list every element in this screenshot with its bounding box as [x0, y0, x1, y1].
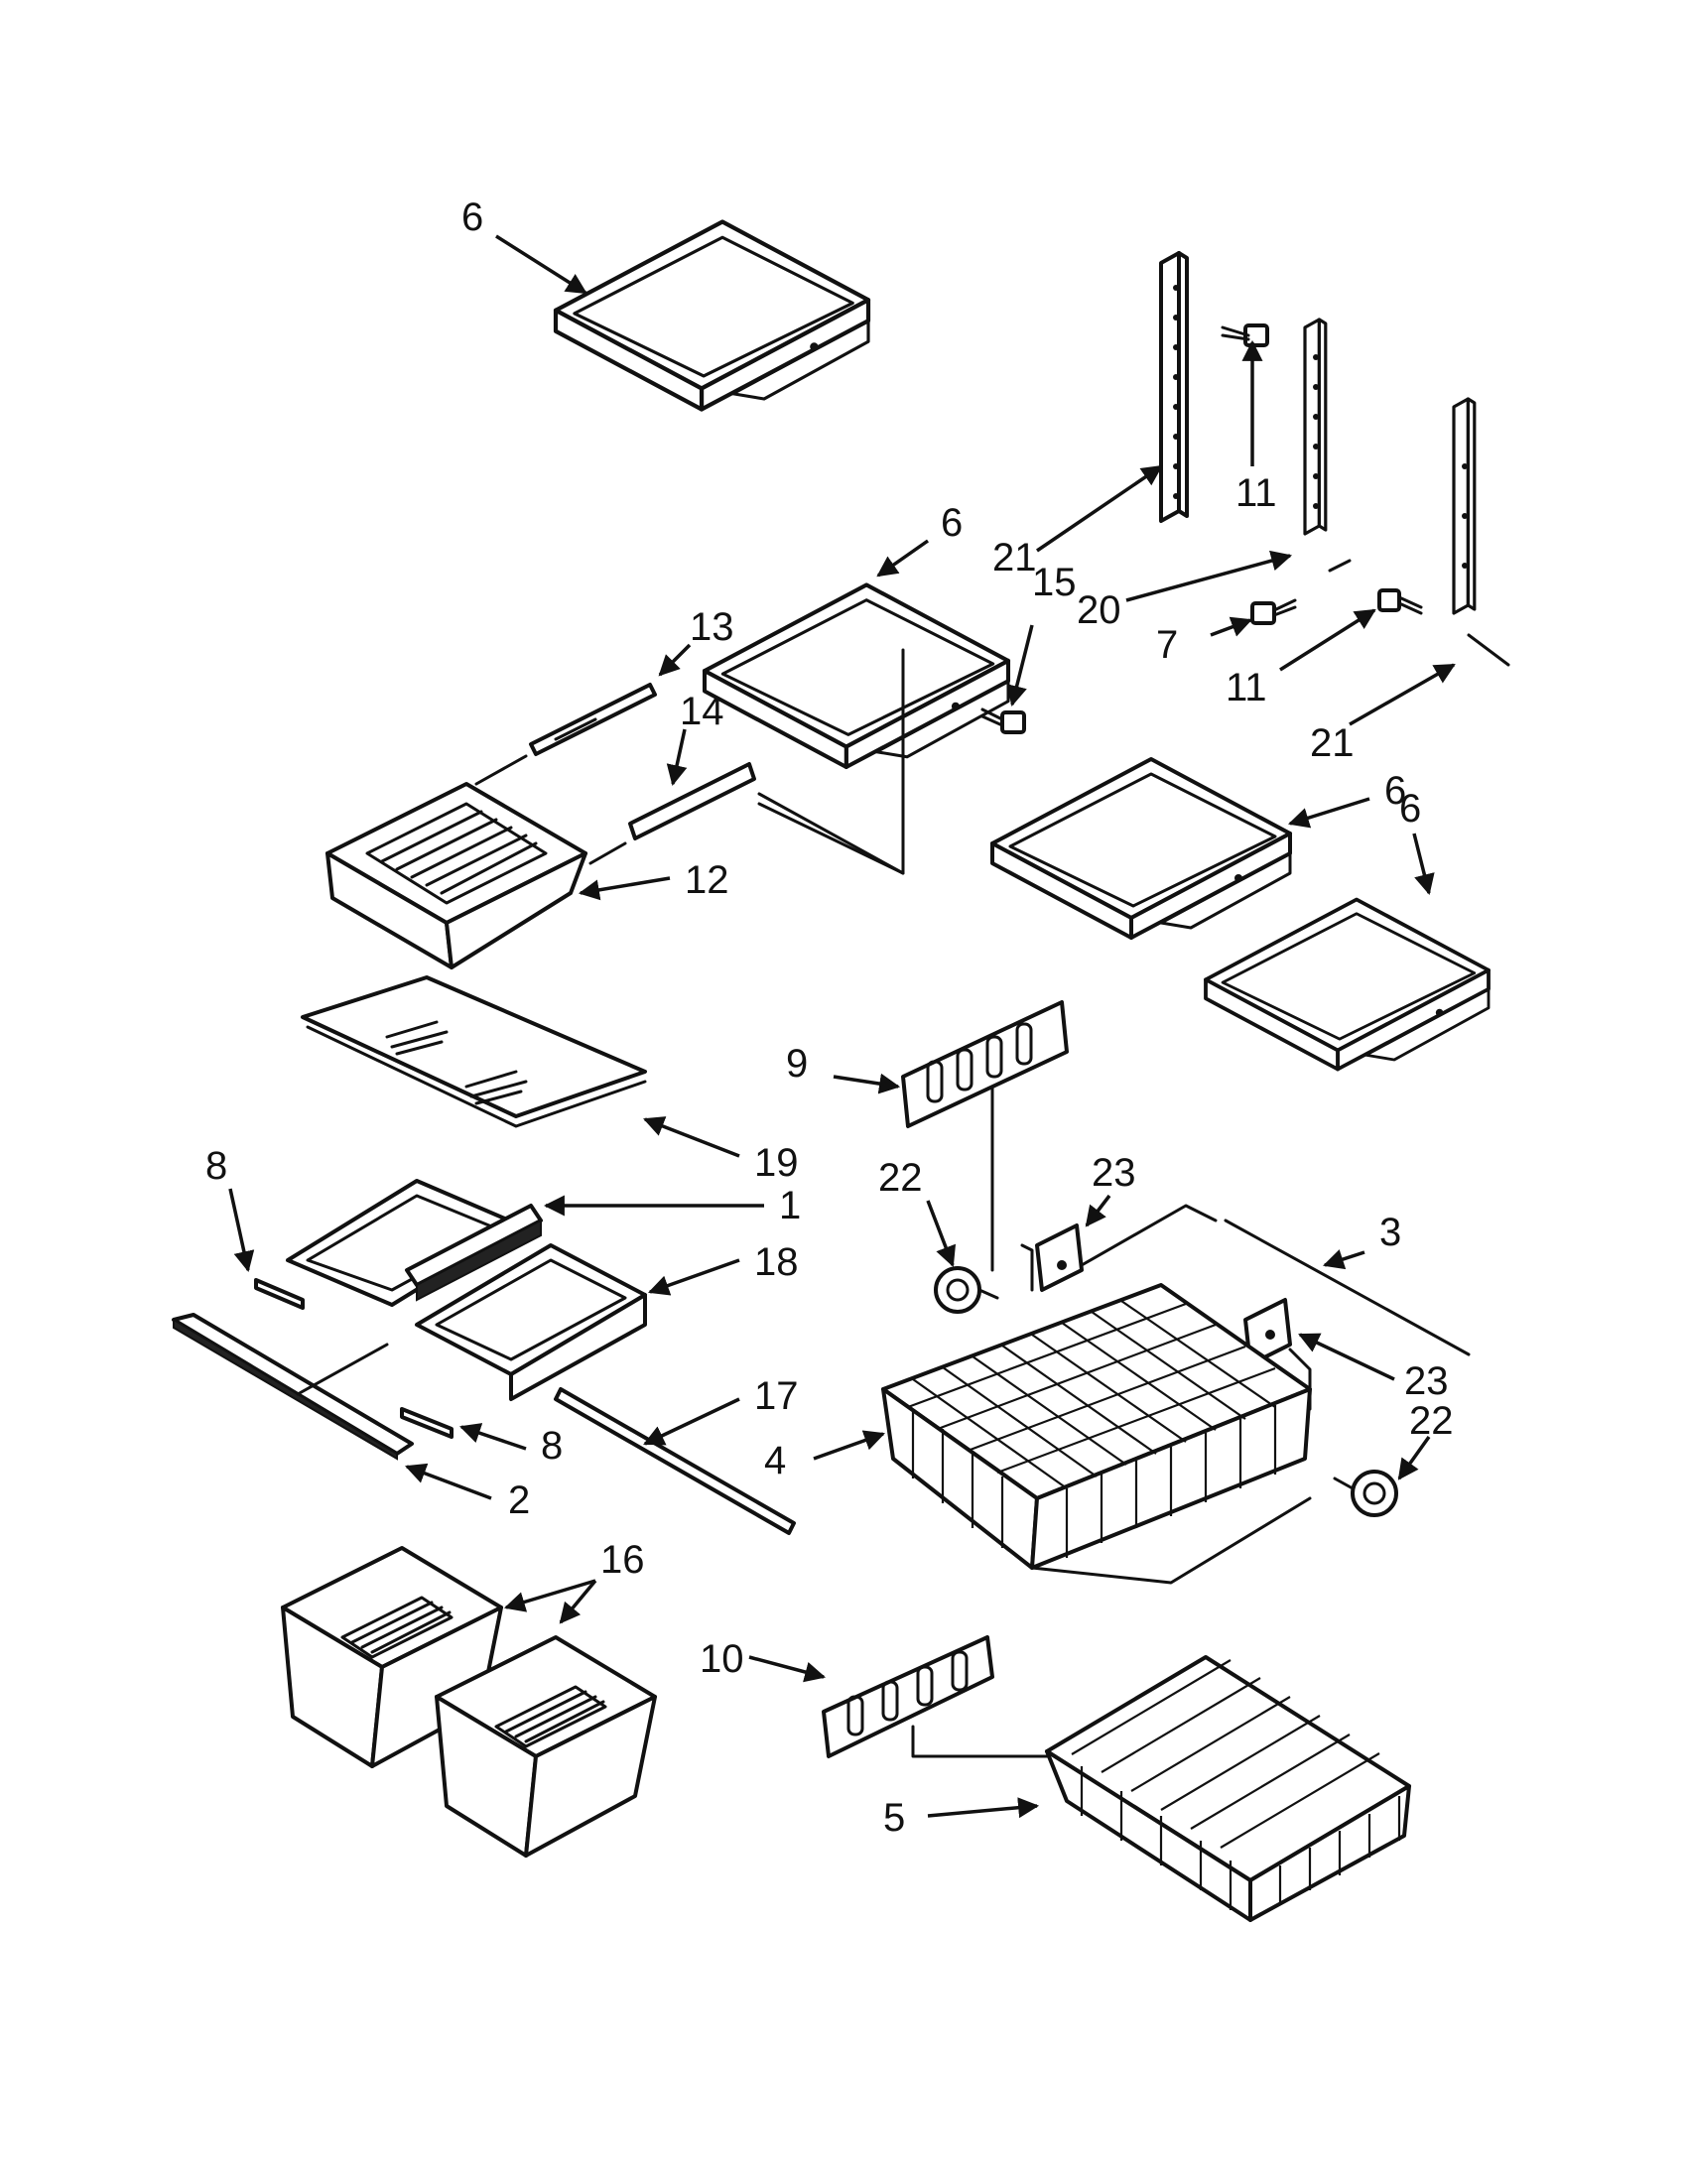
rail-left [1159, 251, 1189, 523]
callout-23-right: 23 [1404, 1359, 1449, 1403]
leader-lines [228, 234, 1456, 1819]
callout-22-left: 22 [878, 1156, 923, 1200]
callout-12: 12 [685, 858, 729, 902]
clip-8-right [400, 1407, 454, 1439]
rod-17 [554, 1387, 796, 1535]
callout-11-lower: 11 [1226, 666, 1267, 709]
callout-18: 18 [754, 1240, 799, 1284]
trim-2 [172, 1313, 414, 1461]
gear-22-right [1333, 1470, 1398, 1517]
gear-22-left [934, 1266, 999, 1314]
callout-13: 13 [690, 605, 734, 649]
callout-8-right: 8 [541, 1424, 563, 1468]
callout-14: 14 [680, 690, 724, 733]
shelf-frame-18 [286, 1179, 647, 1401]
screw-11-upper [1221, 323, 1269, 347]
callout-4: 4 [764, 1439, 786, 1482]
callout-6-middle: 6 [941, 501, 963, 545]
callout-21-upper: 21 [992, 536, 1037, 579]
callout-6-right-lower: 6 [1399, 787, 1421, 831]
callout-1: 1 [779, 1184, 801, 1227]
callout-22-right: 22 [1409, 1399, 1454, 1443]
handle-9 [901, 1000, 1069, 1128]
bracket-23-left [1035, 1223, 1084, 1292]
callout-21-lower: 21 [1310, 721, 1355, 765]
callout-11-upper: 11 [1235, 471, 1277, 515]
callout-10: 10 [700, 1637, 744, 1681]
handle-10-guide-line [911, 1725, 1054, 1758]
callout-15: 15 [1032, 561, 1077, 604]
rail-holes [1173, 285, 1468, 569]
clip-8-left [254, 1278, 305, 1310]
callout-9: 9 [786, 1042, 808, 1086]
screw-11-lower [1377, 588, 1423, 615]
callout-23-left: 23 [1092, 1151, 1136, 1195]
callout-8-left: 8 [205, 1144, 227, 1188]
deli-drawer-12 [325, 782, 587, 969]
callout-17: 17 [754, 1374, 799, 1418]
callout-7: 7 [1156, 623, 1178, 667]
callout-20: 20 [1077, 588, 1121, 632]
shelf-top [556, 222, 868, 410]
callout-5: 5 [883, 1796, 905, 1840]
callout-2: 2 [508, 1478, 530, 1522]
screw-15 [980, 707, 1026, 734]
callout-6-right-upper: 6 [1384, 769, 1406, 813]
shelf-right-lower [1204, 897, 1491, 1072]
divider-1 [405, 1204, 543, 1302]
trim-guide-line [296, 1343, 389, 1396]
glass-shelf-19 [301, 975, 647, 1128]
slide-13 [529, 683, 657, 756]
wire-basket-4 [881, 1283, 1312, 1585]
callout-3: 3 [1379, 1211, 1401, 1254]
callout-6-top: 6 [461, 195, 483, 239]
screw-7 [1250, 598, 1297, 625]
rail-right [1452, 397, 1477, 615]
callout-labels: 6 6 6 6 21 15 11 20 7 11 21 13 14 12 9 1… [205, 195, 1454, 1840]
slide-14 [628, 762, 756, 840]
slide-guide-lines [474, 754, 905, 875]
rail-center [1303, 318, 1328, 536]
callout-16: 16 [600, 1538, 645, 1582]
shelf-middle [705, 584, 1008, 767]
handle-10 [822, 1635, 994, 1758]
callout-19: 19 [754, 1141, 799, 1185]
rail-guide-line [1328, 559, 1510, 667]
wire-basket-5 [1045, 1655, 1411, 1922]
rod-3 [1224, 1219, 1471, 1356]
shelf-right-upper [990, 757, 1292, 940]
